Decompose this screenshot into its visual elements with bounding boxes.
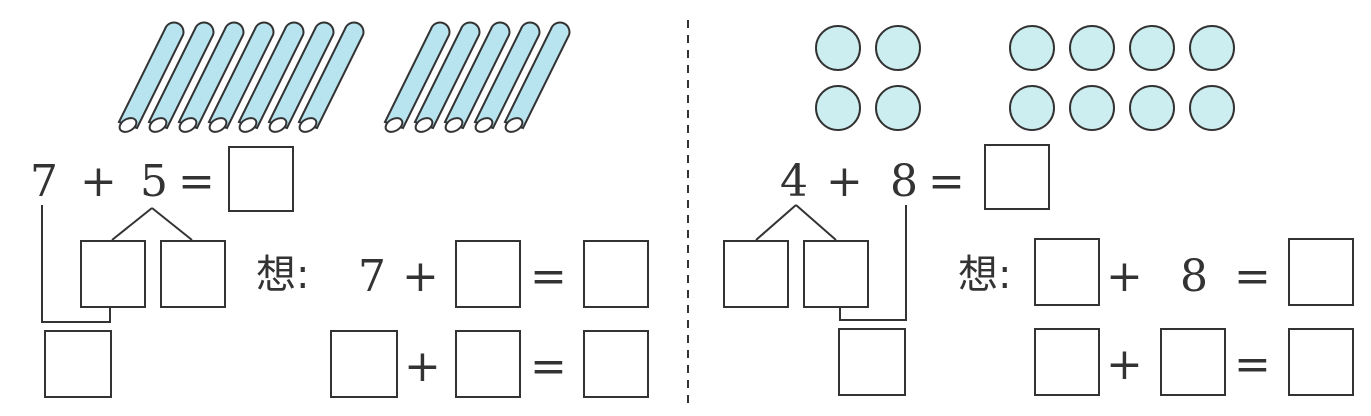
counters-group	[815, 25, 1235, 131]
think-eq-right: =	[1234, 251, 1271, 302]
connector-left	[41, 205, 111, 323]
split-line-right-b	[795, 204, 837, 241]
split-box-right-2[interactable]	[803, 240, 869, 308]
stick-group-b-4	[473, 21, 541, 133]
line2-box-right-2[interactable]	[1160, 328, 1226, 396]
stick-group-b-1	[383, 21, 451, 133]
line2-box-left-2[interactable]	[455, 330, 521, 398]
plus-sign-left: +	[80, 156, 117, 207]
stick-group-a-7	[297, 21, 365, 133]
combine-box-right[interactable]	[838, 328, 906, 396]
line2-box-left-3[interactable]	[583, 330, 649, 398]
counter-b-6	[1069, 85, 1115, 131]
split-box-right-1[interactable]	[723, 240, 789, 308]
counter-b-2	[1069, 25, 1115, 71]
combine-box-left[interactable]	[44, 330, 112, 398]
counter-b-3	[1129, 25, 1175, 71]
counter-a-1	[815, 25, 861, 71]
equals-sign-right: =	[928, 156, 965, 207]
think-box-right-1[interactable]	[1034, 238, 1100, 306]
counter-b-7	[1129, 85, 1175, 131]
think-label-left: 想:	[256, 252, 310, 298]
equals-sign-left: =	[178, 156, 215, 207]
line2-plus-left: +	[404, 341, 441, 392]
line2-plus-right: +	[1106, 339, 1143, 390]
counter-a-3	[815, 85, 861, 131]
stick-group-b-3	[443, 21, 511, 133]
split-line-left-a	[111, 207, 153, 241]
answer-box-left[interactable]	[228, 146, 294, 212]
split-box-left-2[interactable]	[160, 240, 226, 308]
think-box-left-1[interactable]	[455, 240, 521, 308]
line2-box-right-3[interactable]	[1288, 328, 1354, 396]
counter-b-8	[1189, 85, 1235, 131]
line2-eq-right: =	[1234, 339, 1271, 390]
stick-group-a-2	[147, 21, 215, 133]
think-plus-right: +	[1106, 251, 1143, 302]
addend-a-right: 4	[780, 156, 808, 207]
stick-group-b-2	[413, 21, 481, 133]
sticks-group	[117, 21, 571, 133]
think-box-right-2[interactable]	[1288, 238, 1354, 306]
stick-group-a-1	[117, 21, 185, 133]
addend-a-left: 7	[30, 156, 58, 207]
counter-b-5	[1009, 85, 1055, 131]
line2-box-left-1[interactable]	[330, 330, 398, 398]
split-line-right-a	[755, 204, 797, 241]
stick-group-a-6	[267, 21, 335, 133]
connector-right	[839, 205, 907, 321]
think-b-right: 8	[1180, 251, 1208, 302]
counter-b-4	[1189, 25, 1235, 71]
addend-b-right: 8	[890, 156, 918, 207]
think-label-right: 想:	[958, 252, 1012, 298]
line2-eq-left: =	[530, 341, 567, 392]
stick-group-a-3	[177, 21, 245, 133]
stick-group-b-5	[503, 21, 571, 133]
answer-box-right[interactable]	[984, 144, 1050, 210]
counter-a-4	[875, 85, 921, 131]
think-eq-left: =	[530, 251, 567, 302]
counter-b-1	[1009, 25, 1055, 71]
think-plus-left: +	[402, 251, 439, 302]
plus-sign-right: +	[826, 156, 863, 207]
addend-b-left: 5	[140, 156, 168, 207]
think-a-left: 7	[358, 251, 386, 302]
think-box-left-2[interactable]	[583, 240, 649, 308]
split-line-left-b	[151, 207, 193, 241]
split-box-left-1[interactable]	[80, 240, 146, 308]
stick-group-a-5	[237, 21, 305, 133]
stick-group-a-4	[207, 21, 275, 133]
line2-box-right-1[interactable]	[1034, 328, 1100, 396]
counter-a-2	[875, 25, 921, 71]
